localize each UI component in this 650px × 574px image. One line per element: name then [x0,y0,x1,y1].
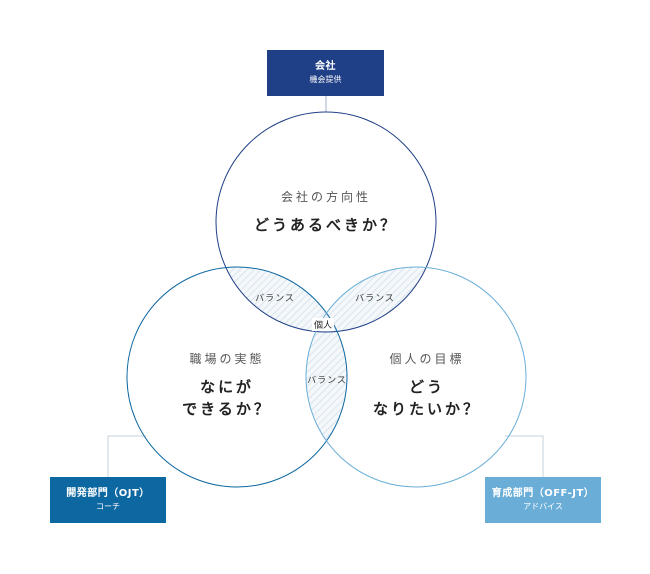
left-circle-caption: 職場の実態 [189,352,265,366]
offjt-box-subtitle: アドバイス [523,502,563,511]
company-box-title: 会社 [315,61,336,72]
ojt-box-title: 開発部門（OJT） [66,488,150,499]
overlap-bottom-label: バランス [307,376,347,386]
offjt-box: 育成部門（OFF-JT） アドバイス [485,477,601,523]
top-circle-caption: 会社の方向性 [280,190,371,204]
right-circle-caption: 個人の目標 [389,352,465,366]
right-circle-question-line2: なりたいか？ [372,400,481,418]
overlap-top-right-label: バランス [355,294,395,304]
connector-ojt [107,435,146,477]
top-circle-question: どうあるべきか？ [253,216,398,234]
circle-company-direction [215,111,437,333]
company-box: 会社 機会提供 [267,50,384,96]
overlap-center-label: 個人 [312,318,335,331]
connector-offjt [505,435,544,477]
left-circle-question-line1: なにが [200,378,254,396]
offjt-box-title: 育成部門（OFF-JT） [491,488,595,499]
ojt-box-subtitle: コーチ [96,502,120,511]
circle-personal-goal [305,266,527,488]
overlap-top-left-label: バランス [255,294,295,304]
overlap-top-left [216,267,347,332]
circle-workplace-reality [126,266,348,488]
right-circle-question-line1: どう [408,378,445,396]
ojt-box: 開発部門（OJT） コーチ [50,477,166,523]
company-box-subtitle: 機会提供 [309,75,342,84]
left-circle-question-line2: できるか？ [182,400,272,418]
overlap-top-right [306,267,436,332]
